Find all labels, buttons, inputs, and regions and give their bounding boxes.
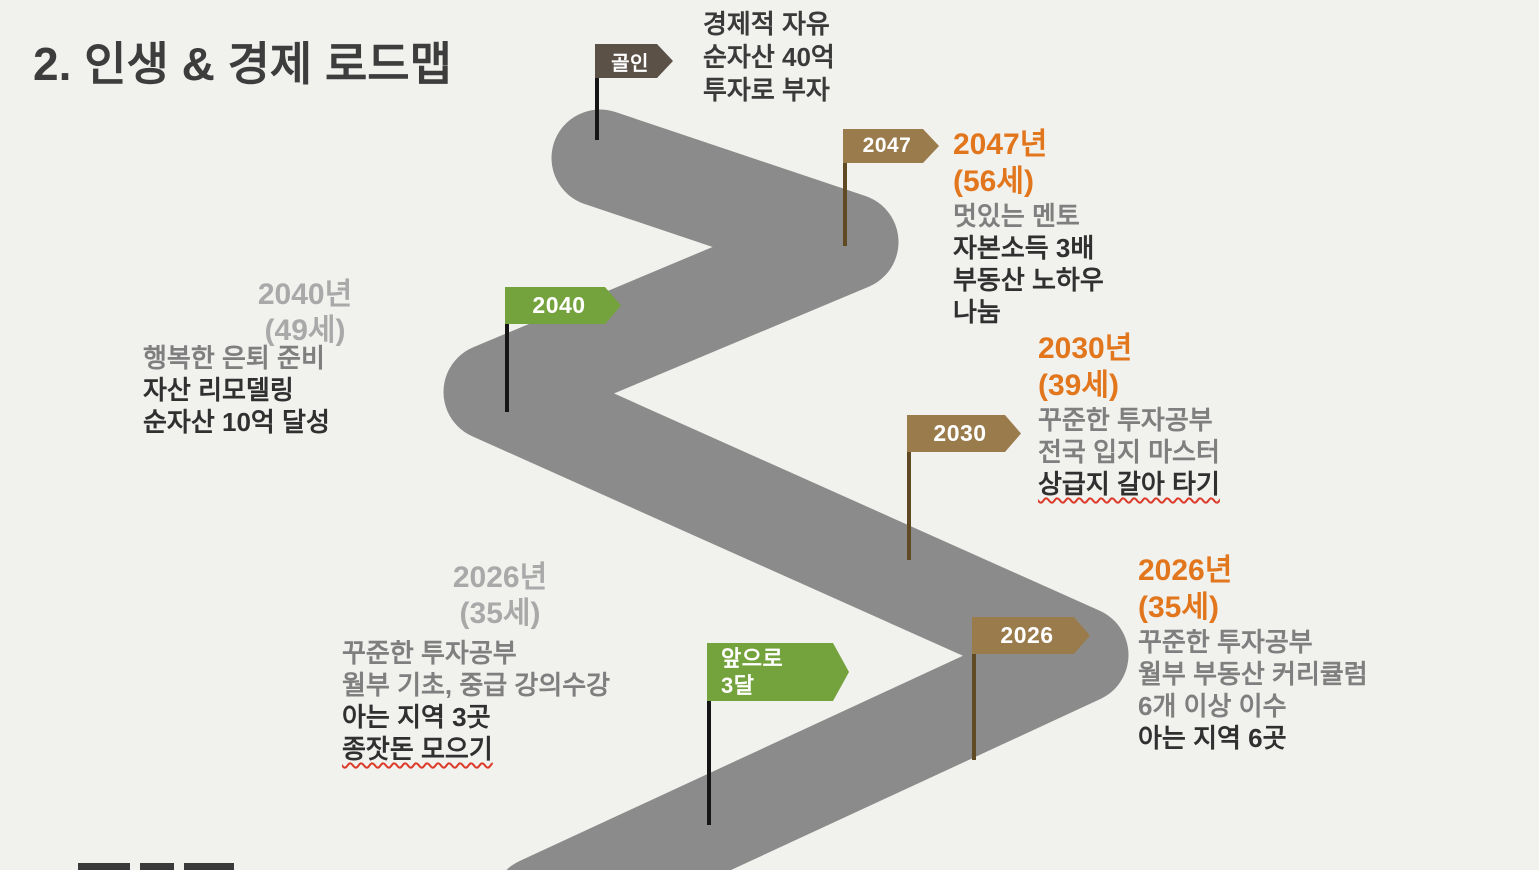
- milestone-2040-flag-label: 2040: [532, 292, 586, 318]
- goal-flag-label: 골인: [611, 52, 649, 75]
- milestone-2030-text-block: 2030년 (39세) 꾸준한 투자공부 전국 입지 마스터 상급지 갈아 타기: [1038, 330, 1220, 500]
- slide-title: 2. 인생 & 경제 로드맵: [33, 38, 452, 90]
- milestone-2026-right-line: 꾸준한 투자공부: [1138, 627, 1313, 657]
- milestone-2040-flag: 2040: [505, 287, 621, 324]
- goal-text-block: 경제적 자유 순자산 40억 투자로 부자: [703, 8, 835, 107]
- milestone-2047-line: 나눔: [953, 297, 1001, 327]
- milestone-2030-line: 전국 입지 마스터: [1038, 437, 1220, 467]
- milestone-2026-left-line: 아는 지역 3곳: [342, 702, 491, 732]
- milestone-2047-line: 자본소득 3배: [953, 233, 1095, 263]
- milestone-2040-line: 자산 리모델링: [143, 375, 294, 405]
- milestone-2026-flag: 2026: [972, 617, 1090, 654]
- milestone-2047-pole: [843, 129, 847, 246]
- milestone-2026-right-line: 월부 부동산 커리큘럼: [1138, 659, 1368, 689]
- milestone-2030-line: 꾸준한 투자공부: [1038, 405, 1213, 435]
- milestone-2040-text-block: 행복한 은퇴 준비 자산 리모델링 순자산 10억 달성: [143, 342, 330, 438]
- milestone-2026-right-text-block: 2026년 (35세) 꾸준한 투자공부 월부 부동산 커리큘럼 6개 이상 이…: [1138, 552, 1368, 754]
- milestone-2047-line: 부동산 노하우: [953, 265, 1104, 295]
- milestone-2040-year: 2040년: [257, 278, 353, 311]
- milestone-2026-left-line: 꾸준한 투자공부: [342, 638, 517, 668]
- next-3-months-flag-line: 3달: [721, 673, 755, 698]
- milestone-2026-right-age: (35세): [1138, 591, 1219, 624]
- milestone-2047-line: 멋있는 멘토: [953, 201, 1080, 231]
- milestone-2026-pole: [972, 617, 976, 760]
- milestone-2026-right-line: 아는 지역 6곳: [1138, 723, 1287, 753]
- next-3-months-flag-line: 앞으로: [721, 646, 784, 671]
- milestone-2030-flag-label: 2030: [933, 420, 987, 446]
- milestone-2030-year: 2030년: [1038, 332, 1133, 365]
- milestone-2040-line: 순자산 10억 달성: [143, 407, 330, 437]
- milestone-2026-right-line: 6개 이상 이수: [1138, 691, 1287, 721]
- milestone-2026-left-line: 월부 기초, 중급 강의수강: [342, 670, 611, 700]
- cropped-text-fragment: [78, 863, 130, 870]
- milestone-2047-flag: 2047: [843, 129, 939, 163]
- milestone-2026-left-header: 2026년 (35세): [415, 560, 585, 632]
- milestone-2026-left-line: 종잣돈 모으기: [342, 734, 493, 764]
- goal-line: 투자로 부자: [703, 75, 830, 105]
- milestone-2047-age: (56세): [953, 165, 1034, 198]
- milestone-2047-flag-label: 2047: [862, 134, 912, 157]
- milestone-2030-pole: [907, 415, 911, 560]
- milestone-2047-text-block: 2047년 (56세) 멋있는 멘토 자본소득 3배 부동산 노하우 나눔: [953, 126, 1104, 328]
- milestone-2026-left-text-block: 꾸준한 투자공부 월부 기초, 중급 강의수강 아는 지역 3곳 종잣돈 모으기: [342, 637, 610, 765]
- goal-flag: 골인: [595, 44, 673, 78]
- milestone-2026-flag-label: 2026: [1000, 622, 1054, 648]
- goal-flag-pole: [595, 44, 599, 140]
- milestone-2030-age: (39세): [1038, 369, 1119, 402]
- next-3-months-flag: 앞으로 3달: [707, 643, 849, 701]
- milestone-2026-left-year: 2026년: [452, 561, 548, 594]
- milestone-2040-header: 2040년 (49세): [220, 277, 390, 349]
- next-3-months-pole: [707, 643, 711, 825]
- milestone-2040-pole: [505, 287, 509, 412]
- milestone-2047-year: 2047년: [953, 128, 1048, 161]
- road-path: [443, 109, 1129, 870]
- goal-line: 경제적 자유: [703, 9, 830, 39]
- milestone-2030-line: 상급지 갈아 타기: [1038, 469, 1220, 499]
- milestone-2026-left-age: (35세): [459, 597, 541, 630]
- cropped-text-fragment: [184, 863, 234, 870]
- milestone-2040-line: 행복한 은퇴 준비: [143, 343, 325, 373]
- milestone-2040-age: (49세): [264, 314, 346, 347]
- milestone-2030-flag: 2030: [907, 415, 1021, 452]
- cropped-text-fragment: [140, 863, 174, 870]
- milestone-2026-right-year: 2026년: [1138, 554, 1233, 587]
- goal-line: 순자산 40억: [703, 42, 835, 72]
